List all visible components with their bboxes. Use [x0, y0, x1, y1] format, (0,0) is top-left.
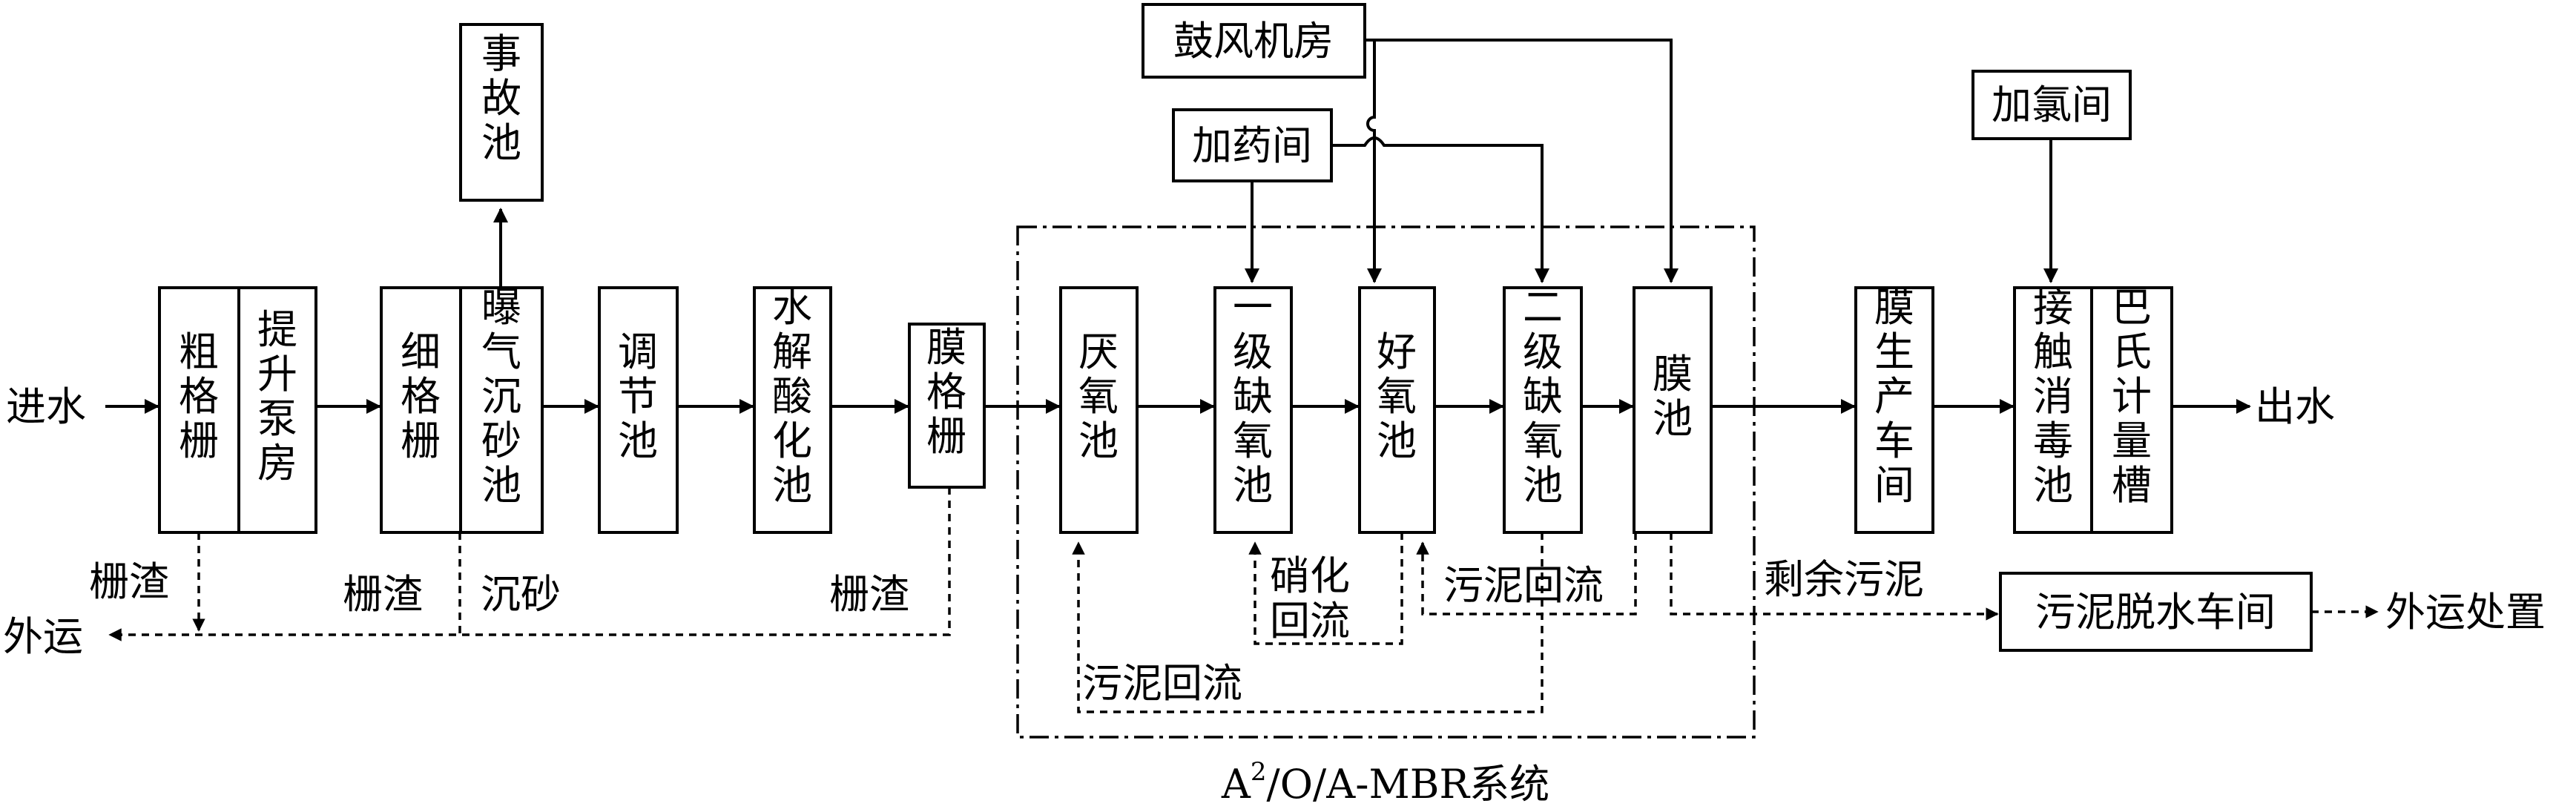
- system-name-label: A2/O/A-MBR系统: [1221, 757, 1549, 808]
- parshall-flume-label: 巴氏计量槽: [2112, 284, 2152, 509]
- main-flow-lines: [105, 208, 2251, 414]
- grit-label: 沉砂: [481, 571, 561, 618]
- hydrolysis-label: 水解酸化池: [772, 284, 812, 509]
- parshall-flume-box: [2090, 286, 2173, 534]
- grit-chamber-label: 曝气沉砂池: [481, 284, 521, 509]
- anoxic-1-box: [1213, 286, 1293, 534]
- anoxic-1-label: 一级缺氧池: [1233, 284, 1273, 509]
- hydrolysis-box: [753, 286, 832, 534]
- fine-screen-box: [380, 286, 462, 534]
- lift-pump-box: [237, 286, 317, 534]
- membrane-tank-box: [1633, 286, 1713, 534]
- anaerobic-box: [1059, 286, 1139, 534]
- dashed-lines: [108, 487, 2379, 713]
- disposal-label: 外运处置: [2385, 589, 2546, 636]
- accident-tank-label: 事故池: [481, 30, 521, 166]
- lift-pump-label: 提升泵房: [257, 306, 297, 486]
- anoxic-2-label: 二级缺氧池: [1523, 284, 1563, 509]
- unit-boxes: [158, 3, 2313, 652]
- coarse-screen-label: 粗格栅: [179, 329, 219, 464]
- system-boundary: [1016, 225, 1756, 739]
- equalization-box: [598, 286, 679, 534]
- membrane-screen-label: 膜格栅: [926, 324, 966, 460]
- inlet-label: 进水: [6, 383, 86, 430]
- dosing-room-box: [1172, 108, 1333, 182]
- membrane-workshop-box: [1854, 286, 1934, 534]
- excess-sludge-label: 剩余污泥: [1764, 556, 1924, 603]
- contact-disinfection-box: [2013, 286, 2093, 534]
- chlorination-room-label: 加氯间: [1992, 82, 2112, 128]
- blower-room-box: [1142, 3, 1366, 79]
- membrane-workshop-label: 膜生产车间: [1874, 284, 1914, 509]
- dewatering-label: 污泥脱水车间: [2035, 589, 2276, 636]
- sludge-recycle-label-2: 污泥回流: [1082, 660, 1242, 707]
- haul-away-label: 外运: [3, 613, 83, 660]
- aerobic-box: [1358, 286, 1436, 534]
- equalization-label: 调节池: [618, 329, 658, 464]
- aerobic-label: 好氧池: [1377, 329, 1417, 464]
- screening-label-2: 栅渣: [343, 571, 423, 618]
- dewatering-box: [1999, 572, 2313, 652]
- screening-label-1: 栅渣: [89, 558, 169, 605]
- dosing-room-label: 加药间: [1192, 122, 1312, 169]
- blower-room-label: 鼓风机房: [1173, 18, 1334, 65]
- membrane-tank-label: 膜池: [1653, 351, 1693, 442]
- accident-tank-box: [459, 23, 544, 202]
- grit-chamber-box: [459, 286, 544, 534]
- anoxic-2-box: [1503, 286, 1583, 534]
- membrane-screen-box: [908, 323, 986, 489]
- chlorination-room-box: [1971, 70, 2132, 140]
- outlet-label: 出水: [2255, 383, 2335, 430]
- anaerobic-label: 厌氧池: [1078, 329, 1119, 464]
- screening-label-3: 栅渣: [829, 571, 909, 618]
- coarse-screen-box: [158, 286, 240, 534]
- contact-disinfection-label: 接触消毒池: [2033, 284, 2073, 509]
- fine-screen-label: 细格栅: [401, 329, 441, 464]
- air-chemical-feed-lines: [1245, 39, 2058, 283]
- nitrification-recycle-label-2: 回流: [1270, 598, 1350, 644]
- sludge-recycle-label-1: 污泥回流: [1443, 562, 1604, 609]
- nitrification-recycle-label-1: 硝化: [1270, 552, 1350, 599]
